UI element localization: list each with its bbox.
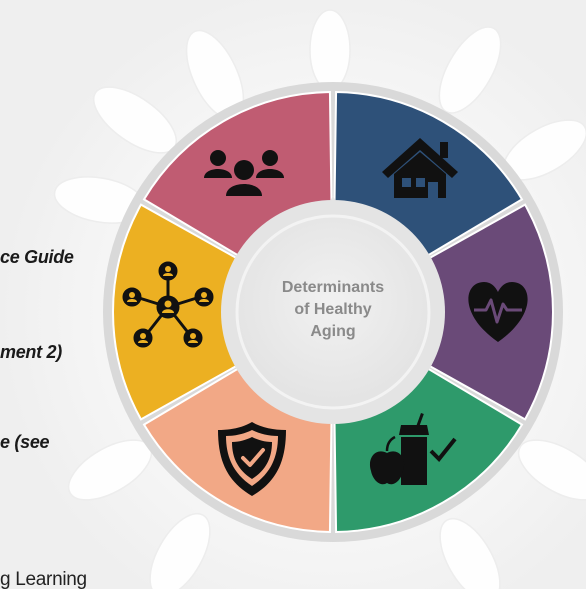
group-people-icon [204, 150, 284, 196]
center-label-line-2: of Healthy [294, 301, 371, 318]
shield-check-icon [218, 422, 286, 496]
house-icon [382, 138, 458, 198]
decorative-petals [53, 9, 586, 589]
center-disc [235, 214, 431, 410]
network-node-top [158, 261, 178, 281]
left-text-line-4: g Learning [0, 569, 87, 589]
heart-pulse-icon [468, 282, 528, 342]
center-label-line-1: Determinants [282, 279, 384, 296]
apple-drink-check-icon [369, 413, 457, 485]
left-text-line-3: e (see [0, 432, 50, 452]
left-text-line-1: ce Guide [0, 247, 74, 267]
center-label-line-3: Aging [310, 323, 355, 340]
network-people-icon [122, 261, 214, 348]
left-text-line-2: ment 2) [0, 342, 62, 362]
